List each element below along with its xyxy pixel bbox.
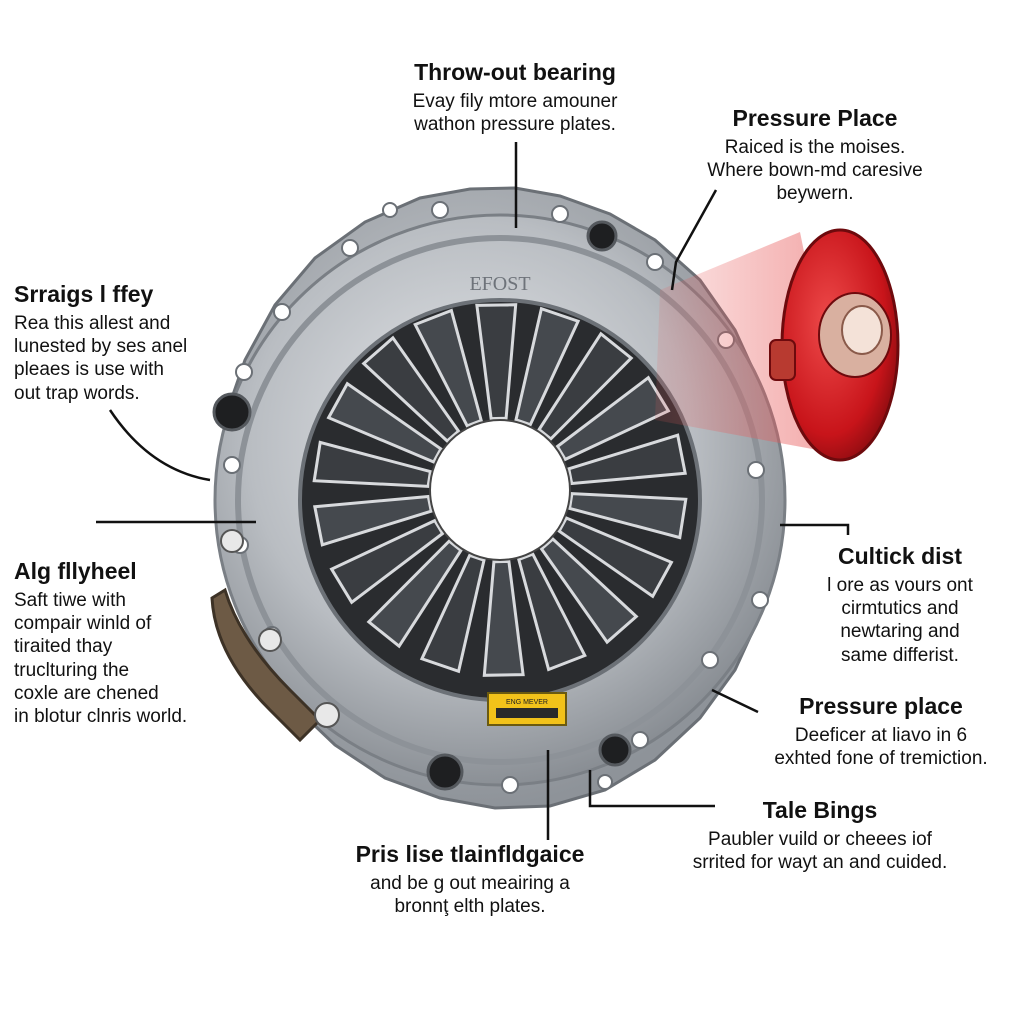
cover-stamp: EFOST [469, 273, 530, 295]
label-body: Evay fily mtore amouner wathon pressure … [412, 91, 618, 136]
throw-out-bearing-highlight [769, 228, 900, 462]
label-clutch-disc: Cultick dist l ore as vours ont cirmtuti… [800, 542, 1000, 667]
spring-finger [312, 440, 433, 488]
spring-finger [366, 539, 463, 649]
label-title: Pressure Place [732, 105, 898, 131]
label-title: Tale Bings [762, 797, 878, 823]
label-body: and be g out meairing a bronnţ elth plat… [370, 873, 570, 918]
label-throwout-bearing: Throw-out bearing Evay fily mtore amoune… [360, 58, 670, 136]
spring-finger [326, 381, 443, 464]
label-body: Deeficer at liavo in 6 exhted fone of tr… [774, 725, 988, 770]
spring-finger [313, 494, 433, 547]
spring-finger [361, 335, 461, 444]
spring-finger [567, 433, 687, 486]
center-hub-opening [429, 419, 571, 561]
spring-finger [413, 308, 484, 428]
label-body: Paubler vuild or cheees iof srrited for … [692, 829, 948, 874]
label-body: Rea this allest and lunested by ses anel… [14, 313, 188, 404]
label-flywheel: Alg fllyheel Saft tiwe with compair winl… [14, 557, 244, 728]
label-title: Pris lise tlainfldgaice [355, 841, 585, 867]
label-body: l ore as vours ont cirmtutics and newtar… [827, 575, 973, 666]
spring-finger [567, 492, 688, 540]
spring-finger [539, 536, 639, 645]
spring-finger [537, 331, 634, 441]
part-sticker: ENG MEVER [487, 692, 567, 726]
label-title: Pressure place [799, 693, 963, 719]
label-pressure-place-top: Pressure Place Raiced is the moises. Whe… [670, 104, 960, 206]
spring-finger [475, 303, 518, 421]
label-body: Raiced is the moises. Where bown-md care… [707, 137, 923, 205]
label-title: Alg fllyheel [14, 558, 137, 584]
label-springs: Srraigs l ffey Rea this allest and lunes… [14, 280, 234, 405]
label-title: Srraigs l ffey [14, 281, 154, 307]
spring-finger [419, 553, 486, 674]
spring-finger [516, 552, 587, 672]
spring-finger [482, 559, 525, 677]
spring-finger [514, 306, 581, 427]
label-pressure-place-mid: Pressure place Deeficer at liavo in 6 ex… [750, 692, 1012, 770]
mounting-bolts [212, 220, 632, 791]
release-lever [210, 529, 340, 743]
label-title: Cultick dist [838, 543, 962, 569]
spring-finger [329, 518, 445, 605]
svg-text:ENG MEVER: ENG MEVER [506, 699, 548, 706]
spring-finger [557, 516, 674, 599]
leader-lines [96, 142, 850, 840]
label-body: Saft tiwe with compair winld of tiraited… [14, 590, 188, 727]
label-tale-bings: Tale Bings Paubler vuild or cheees iof s… [670, 796, 970, 874]
label-bottom: Pris lise tlainfldgaice and be g out mea… [320, 840, 620, 918]
diaphragm-spring-fingers [312, 303, 688, 677]
label-title: Throw-out bearing [414, 59, 616, 85]
